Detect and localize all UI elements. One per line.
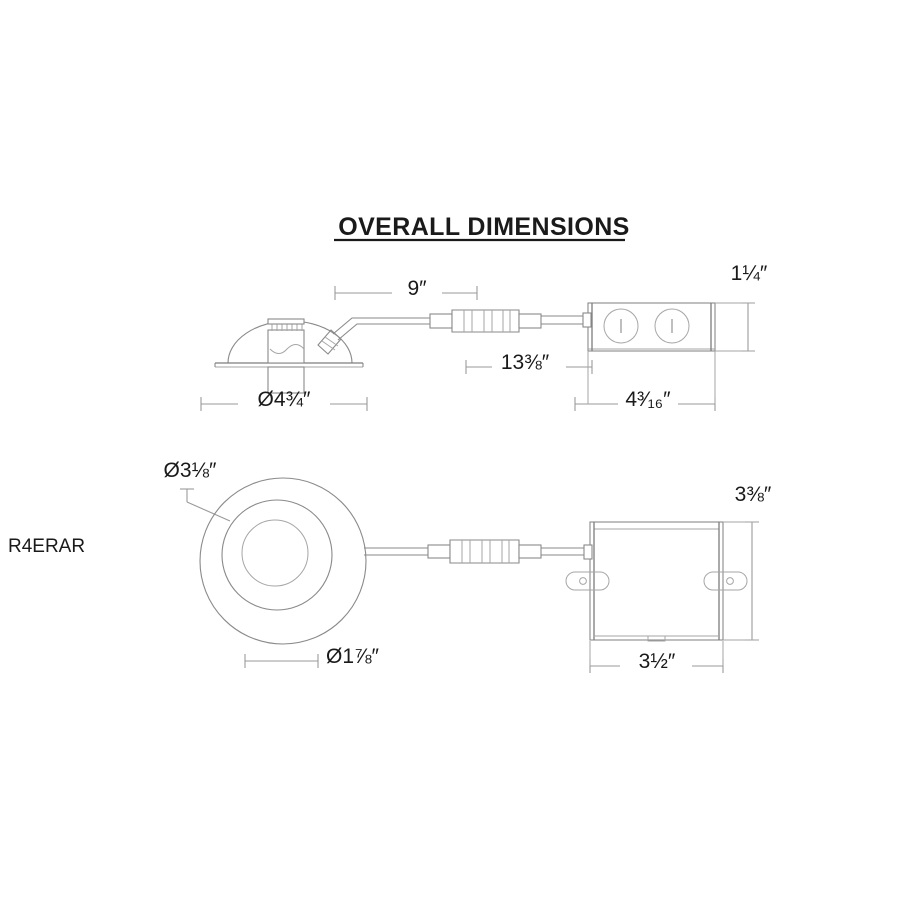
dim-value-overall-length: 13⅜″ bbox=[500, 351, 550, 374]
trim-plan-view bbox=[199, 477, 367, 645]
dim-line-junction-box-height bbox=[715, 302, 755, 352]
dim-label-overall-length: 13⅜″ bbox=[484, 351, 566, 375]
cable-exit-connector bbox=[317, 329, 342, 355]
dim-line-trim-outer-diameter bbox=[200, 397, 368, 411]
dim-value-cable-length: 9″ bbox=[407, 277, 427, 300]
dim-value-junction-box-depth: 3⅜″ bbox=[734, 483, 772, 506]
dim-label-aperture-diameter: Ø1⅞″ bbox=[326, 645, 430, 669]
dim-value-junction-box-height: 1¼″ bbox=[730, 262, 768, 285]
dim-line-junction-box-width bbox=[589, 641, 724, 673]
dim-label-junction-box-width: 3½″ bbox=[622, 650, 692, 674]
model-label: R4ERAR bbox=[8, 536, 85, 558]
dim-value-junction-box-length: 4³⁄₁₆″ bbox=[625, 388, 671, 411]
dim-label-trim-middle-diameter: Ø3⅛″ bbox=[138, 459, 242, 483]
cable-connector-inline-top bbox=[429, 309, 542, 333]
dim-line-cable-length bbox=[334, 286, 478, 300]
dim-label-junction-box-length: 4³⁄₁₆″ bbox=[612, 388, 684, 412]
cable-run-plan-left bbox=[364, 547, 428, 556]
dim-line-junction-box-length bbox=[574, 351, 716, 411]
dim-label-cable-length: 9″ bbox=[381, 277, 453, 301]
dim-line-aperture-diameter bbox=[244, 654, 319, 668]
dim-label-trim-outer-diameter: Ø4¾″ bbox=[232, 388, 336, 412]
cable-connector-inline-plan bbox=[427, 539, 542, 564]
dim-label-junction-box-height: 1¼″ bbox=[716, 262, 782, 286]
page-title-text: OVERALL DIMENSIONS bbox=[338, 213, 630, 241]
junction-box-side bbox=[582, 302, 716, 352]
dim-value-trim-middle-diameter: Ø3⅛″ bbox=[163, 459, 217, 482]
model-label-text: R4ERAR bbox=[8, 536, 86, 557]
leader-trim-middle-diameter bbox=[180, 488, 231, 522]
cable-run-to-box bbox=[541, 315, 588, 325]
dim-value-aperture-diameter: Ø1⅞″ bbox=[326, 645, 379, 668]
led-module bbox=[267, 318, 305, 394]
dim-value-trim-outer-diameter: Ø4¾″ bbox=[257, 388, 311, 411]
junction-box-plan bbox=[565, 521, 748, 642]
cable-run-top bbox=[332, 317, 430, 341]
dim-line-junction-box-depth bbox=[723, 521, 759, 641]
page-title: OVERALL DIMENSIONS bbox=[334, 213, 634, 242]
dim-label-junction-box-depth: 3⅜″ bbox=[720, 483, 786, 507]
dim-value-junction-box-width: 3½″ bbox=[638, 650, 676, 673]
cable-run-plan-right bbox=[541, 547, 590, 556]
